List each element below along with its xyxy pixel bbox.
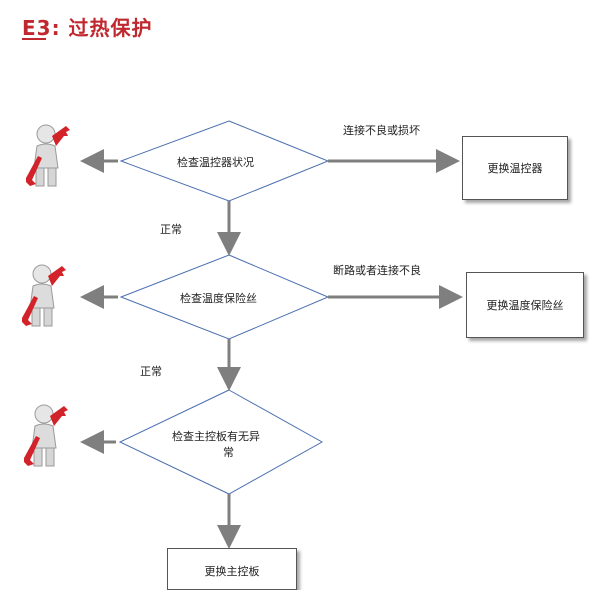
fault-label-1: 连接不良或损坏 bbox=[343, 124, 420, 137]
action-label-replace-thermostat: 更换温控器 bbox=[487, 162, 543, 175]
action-box-replace-mainboard: 更换主控板 bbox=[167, 548, 297, 590]
page-title: E3: 过热保护 bbox=[22, 16, 153, 40]
flowchart-canvas bbox=[22, 120, 463, 549]
diamond-label-thermostat: 检查温控器状况 bbox=[177, 156, 254, 169]
diamond-label-mainboard-line1: 检查主控板有无异 bbox=[172, 430, 260, 443]
repair-worker-wrench-icon bbox=[22, 264, 66, 327]
action-box-replace-thermostat: 更换温控器 bbox=[462, 136, 568, 200]
ok-label-2: 正常 bbox=[140, 365, 162, 378]
action-box-replace-fuse: 更换温度保险丝 bbox=[466, 272, 584, 338]
repair-worker-wrench-icon bbox=[26, 124, 70, 187]
action-label-replace-fuse: 更换温度保险丝 bbox=[486, 299, 564, 312]
fault-label-2: 断路或者连接不良 bbox=[333, 264, 421, 277]
diamond-label-fuse: 检查温度保险丝 bbox=[180, 292, 257, 305]
repair-worker-wrench-icon bbox=[24, 404, 68, 467]
title-underline bbox=[22, 38, 46, 40]
ok-label-1: 正常 bbox=[160, 223, 182, 236]
action-label-replace-mainboard: 更换主控板 bbox=[204, 565, 260, 578]
diamond-label-mainboard-line2: 常 bbox=[223, 446, 234, 459]
